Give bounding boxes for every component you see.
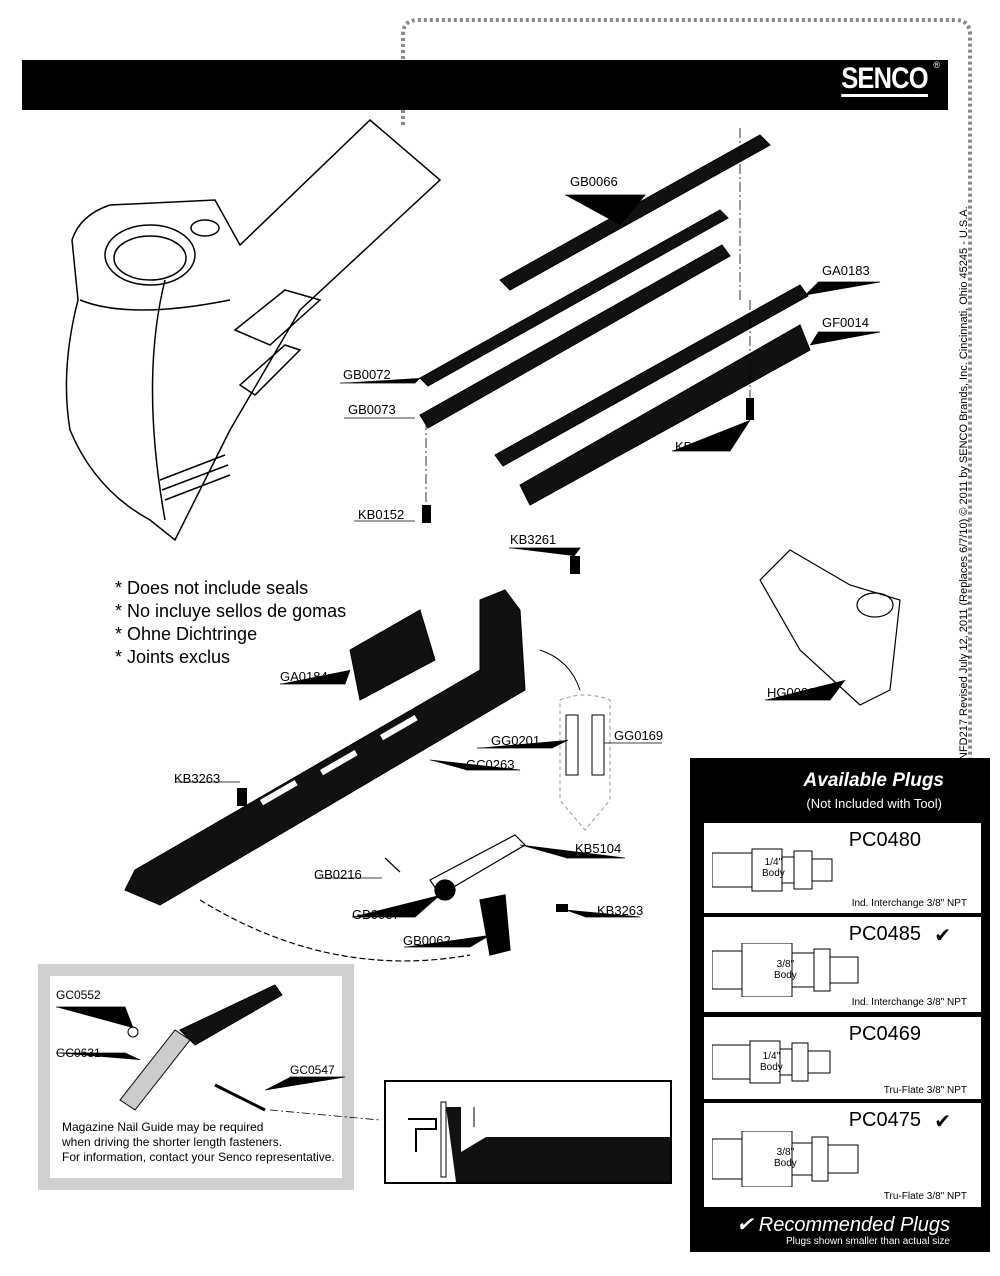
senco-logo: SENCO: [841, 62, 929, 97]
plug-body-size: 1/4" Body: [762, 857, 785, 879]
part-label-gb0216: GB0216: [314, 867, 362, 882]
plug-card-pc0469: PC0469 1/4" Body Tru-Flate 3/8" NPT: [703, 1016, 982, 1100]
nail-guide-detail-box: [384, 1080, 672, 1184]
part-label-kb3261: KB3261: [510, 532, 557, 547]
plug-fitting-icon: [712, 943, 859, 997]
note-line: * No incluye sellos de gomas: [115, 601, 347, 621]
plug-code: PC0480: [848, 829, 921, 851]
part-label-kb0152-left: KB0152: [358, 507, 405, 522]
plug-fitting-icon: [712, 848, 833, 892]
part-label-gc0263: GC0263: [466, 757, 515, 772]
plug-fitting-icon: [712, 1040, 831, 1084]
rail-parts: [419, 134, 811, 506]
plug-card-pc0485: PC0485 ✔ 3/8" Body Ind. Interchange 3/8"…: [703, 916, 982, 1013]
nail-guide-detail-drawing: [408, 1101, 670, 1182]
plug-desc: Ind. Interchange 3/8" NPT: [851, 898, 967, 909]
part-label-gc0631: GC0631: [56, 1046, 101, 1060]
part-label-gb0067: GB0067: [352, 907, 400, 922]
inset-note-line: Magazine Nail Guide may be required: [62, 1120, 264, 1134]
part-label-gc0552: GC0552: [56, 988, 101, 1002]
part-label-gc0547: GC0547: [290, 1063, 335, 1077]
recommended-check-icon: ✔: [934, 1111, 951, 1133]
note-line: * Does not include seals: [115, 578, 309, 598]
part-label-ga0184: GA0184: [280, 669, 328, 684]
part-label-gb0066: GB0066: [570, 174, 618, 189]
plug-body-size: 1/4" Body: [760, 1051, 783, 1073]
plug-desc: Ind. Interchange 3/8" NPT: [851, 997, 967, 1008]
small-nailer-drawing: [759, 549, 901, 706]
plug-code: PC0475: [848, 1109, 921, 1131]
plugs-size-note: Plugs shown smaller than actual size: [786, 1236, 950, 1247]
plug-card-pc0475: PC0475 ✔ 3/8" Body Tru-Flate 3/8" NPT: [703, 1102, 982, 1208]
note-line: * Joints exclus: [115, 647, 231, 667]
part-label-gb0072: GB0072: [343, 367, 391, 382]
header-bar: [22, 60, 948, 110]
part-label-ga0183: GA0183: [822, 263, 870, 278]
part-label-kb5104: KB5104: [575, 841, 622, 856]
part-label-gf0014: GF0014: [822, 315, 869, 330]
plug-body-size: 3/8" Body: [774, 959, 797, 981]
nose-guide-drawing: [559, 694, 611, 831]
inset-note: Magazine Nail Guide may be required when…: [62, 1120, 335, 1165]
part-label-gg0169: GG0169: [614, 728, 664, 743]
plug-desc: Tru-Flate 3/8" NPT: [883, 1085, 967, 1096]
inset-note-line: For information, contact your Senco repr…: [62, 1150, 335, 1164]
plug-code: PC0469: [848, 1023, 921, 1045]
registered-mark: ®: [933, 60, 940, 70]
screw-icons: [237, 398, 754, 912]
recommended-plugs-label: ✔ Recommended Plugs: [736, 1214, 950, 1236]
inset-note-line: when driving the shorter length fastener…: [62, 1135, 283, 1149]
plug-desc: Tru-Flate 3/8" NPT: [883, 1191, 967, 1202]
recommended-check-icon: ✔: [934, 925, 951, 947]
part-label-kb3263-left: KB3263: [174, 771, 221, 786]
part-label-kb3263-right: KB3263: [597, 903, 644, 918]
plug-card-pc0480: PC0480 1/4" Body Ind. Interchange 3/8" N…: [703, 822, 982, 914]
part-label-gb0073: GB0073: [348, 402, 396, 417]
plug-body-size: 3/8" Body: [774, 1147, 797, 1169]
nailer-body-drawing: [65, 118, 442, 542]
plug-code: PC0485: [848, 923, 921, 945]
part-label-kb0152-right: KB0152: [675, 439, 722, 454]
part-label-gg0201: GG0201: [491, 733, 541, 748]
plugs-title: Available Plugs: [803, 770, 944, 791]
linkage-drawing: [199, 834, 526, 962]
part-label-gb0062: GB0062: [403, 933, 451, 948]
available-plugs-panel: Available Plugs (Not Included with Tool)…: [690, 758, 990, 1252]
note-line: * Ohne Dichtringe: [115, 624, 258, 644]
magazine-arm-drawing: [124, 589, 526, 906]
plug-fitting-icon: [712, 1131, 859, 1187]
part-label-hg0009: HG0009: [767, 685, 816, 700]
plugs-subtitle: (Not Included with Tool): [806, 796, 942, 811]
seal-notes: * Does not include seals * No incluye se…: [115, 577, 346, 669]
